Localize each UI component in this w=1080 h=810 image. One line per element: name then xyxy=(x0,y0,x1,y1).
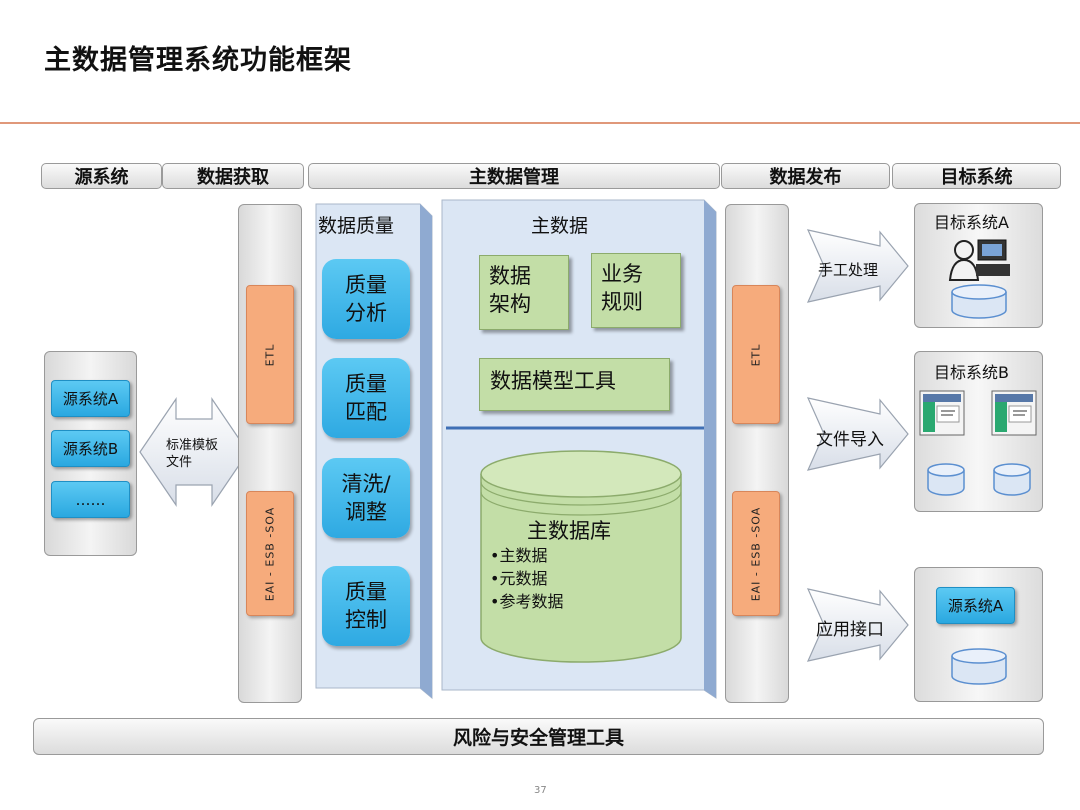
master-data-title: 主数据 xyxy=(531,215,589,237)
master-database-cylinder xyxy=(480,450,682,663)
file-import-label: 文件导入 xyxy=(816,430,884,450)
db-item-master-data: •主数据 xyxy=(490,546,548,565)
cleansing-adjustment-button: 清洗/ 调整 xyxy=(322,458,410,538)
page-title: 主数据管理系统功能框架 xyxy=(44,45,352,76)
target-a-database-icon xyxy=(951,284,1007,319)
application-interface-label: 应用接口 xyxy=(816,620,884,640)
risk-security-tools-bar: 风险与安全管理工具 xyxy=(33,718,1044,755)
data-model-tool-box: 数据模型工具 xyxy=(479,358,670,411)
quality-matching-button: 质量 匹配 xyxy=(322,358,410,438)
page-number: 37 xyxy=(534,785,547,796)
target-source-system-a-box: 源系统A xyxy=(936,587,1015,624)
application-interface-arrow xyxy=(806,588,909,662)
db-item-metadata: •元数据 xyxy=(490,569,548,588)
app-window-icon-1 xyxy=(919,390,965,436)
source-system-a-box: 源系统A xyxy=(51,380,130,417)
eai-label-right: EAI - ESB -SOA xyxy=(749,506,763,601)
header-data-publishing: 数据发布 xyxy=(721,163,890,189)
etl-label-left: ETL xyxy=(263,343,277,366)
eai-box-right: EAI - ESB -SOA xyxy=(732,491,780,616)
header-source-systems: 源系统 xyxy=(41,163,162,189)
source-system-more-box: …… xyxy=(51,481,130,518)
standard-template-label: 标准模板文件 xyxy=(166,438,219,470)
etl-box-left: ETL xyxy=(246,285,294,424)
header-data-acquisition: 数据获取 xyxy=(162,163,304,189)
header-target-systems: 目标系统 xyxy=(892,163,1061,189)
manual-processing-label: 手工处理 xyxy=(818,261,879,279)
target-system-a-label: 目标系统A xyxy=(934,213,1009,232)
file-import-arrow xyxy=(806,397,909,471)
source-system-b-box: 源系统B xyxy=(51,430,130,467)
user-computer-icon xyxy=(948,239,1010,281)
app-window-icon-2 xyxy=(991,390,1037,436)
title-divider xyxy=(0,122,1080,124)
data-architecture-box: 数据 架构 xyxy=(479,255,569,330)
master-database-title: 主数据库 xyxy=(527,519,611,543)
target-b-database-icon-1 xyxy=(927,463,965,496)
quality-control-button: 质量 控制 xyxy=(322,566,410,646)
data-acquisition-panel xyxy=(238,204,302,703)
target-b-database-icon-2 xyxy=(993,463,1031,496)
data-publishing-panel xyxy=(725,204,789,703)
target-c-database-icon xyxy=(951,648,1007,685)
etl-box-right: ETL xyxy=(732,285,780,424)
quality-analysis-button: 质量 分析 xyxy=(322,259,410,339)
target-system-b-label: 目标系统B xyxy=(934,363,1009,382)
business-rules-box: 业务 规则 xyxy=(591,253,681,328)
eai-box-left: EAI - ESB -SOA xyxy=(246,491,294,616)
etl-label-right: ETL xyxy=(749,343,763,366)
manual-processing-arrow xyxy=(806,229,909,303)
data-quality-title: 数据质量 xyxy=(318,215,395,237)
header-master-data-management: 主数据管理 xyxy=(308,163,720,189)
db-item-reference-data: •参考数据 xyxy=(490,592,564,611)
eai-label-left: EAI - ESB -SOA xyxy=(263,506,277,601)
